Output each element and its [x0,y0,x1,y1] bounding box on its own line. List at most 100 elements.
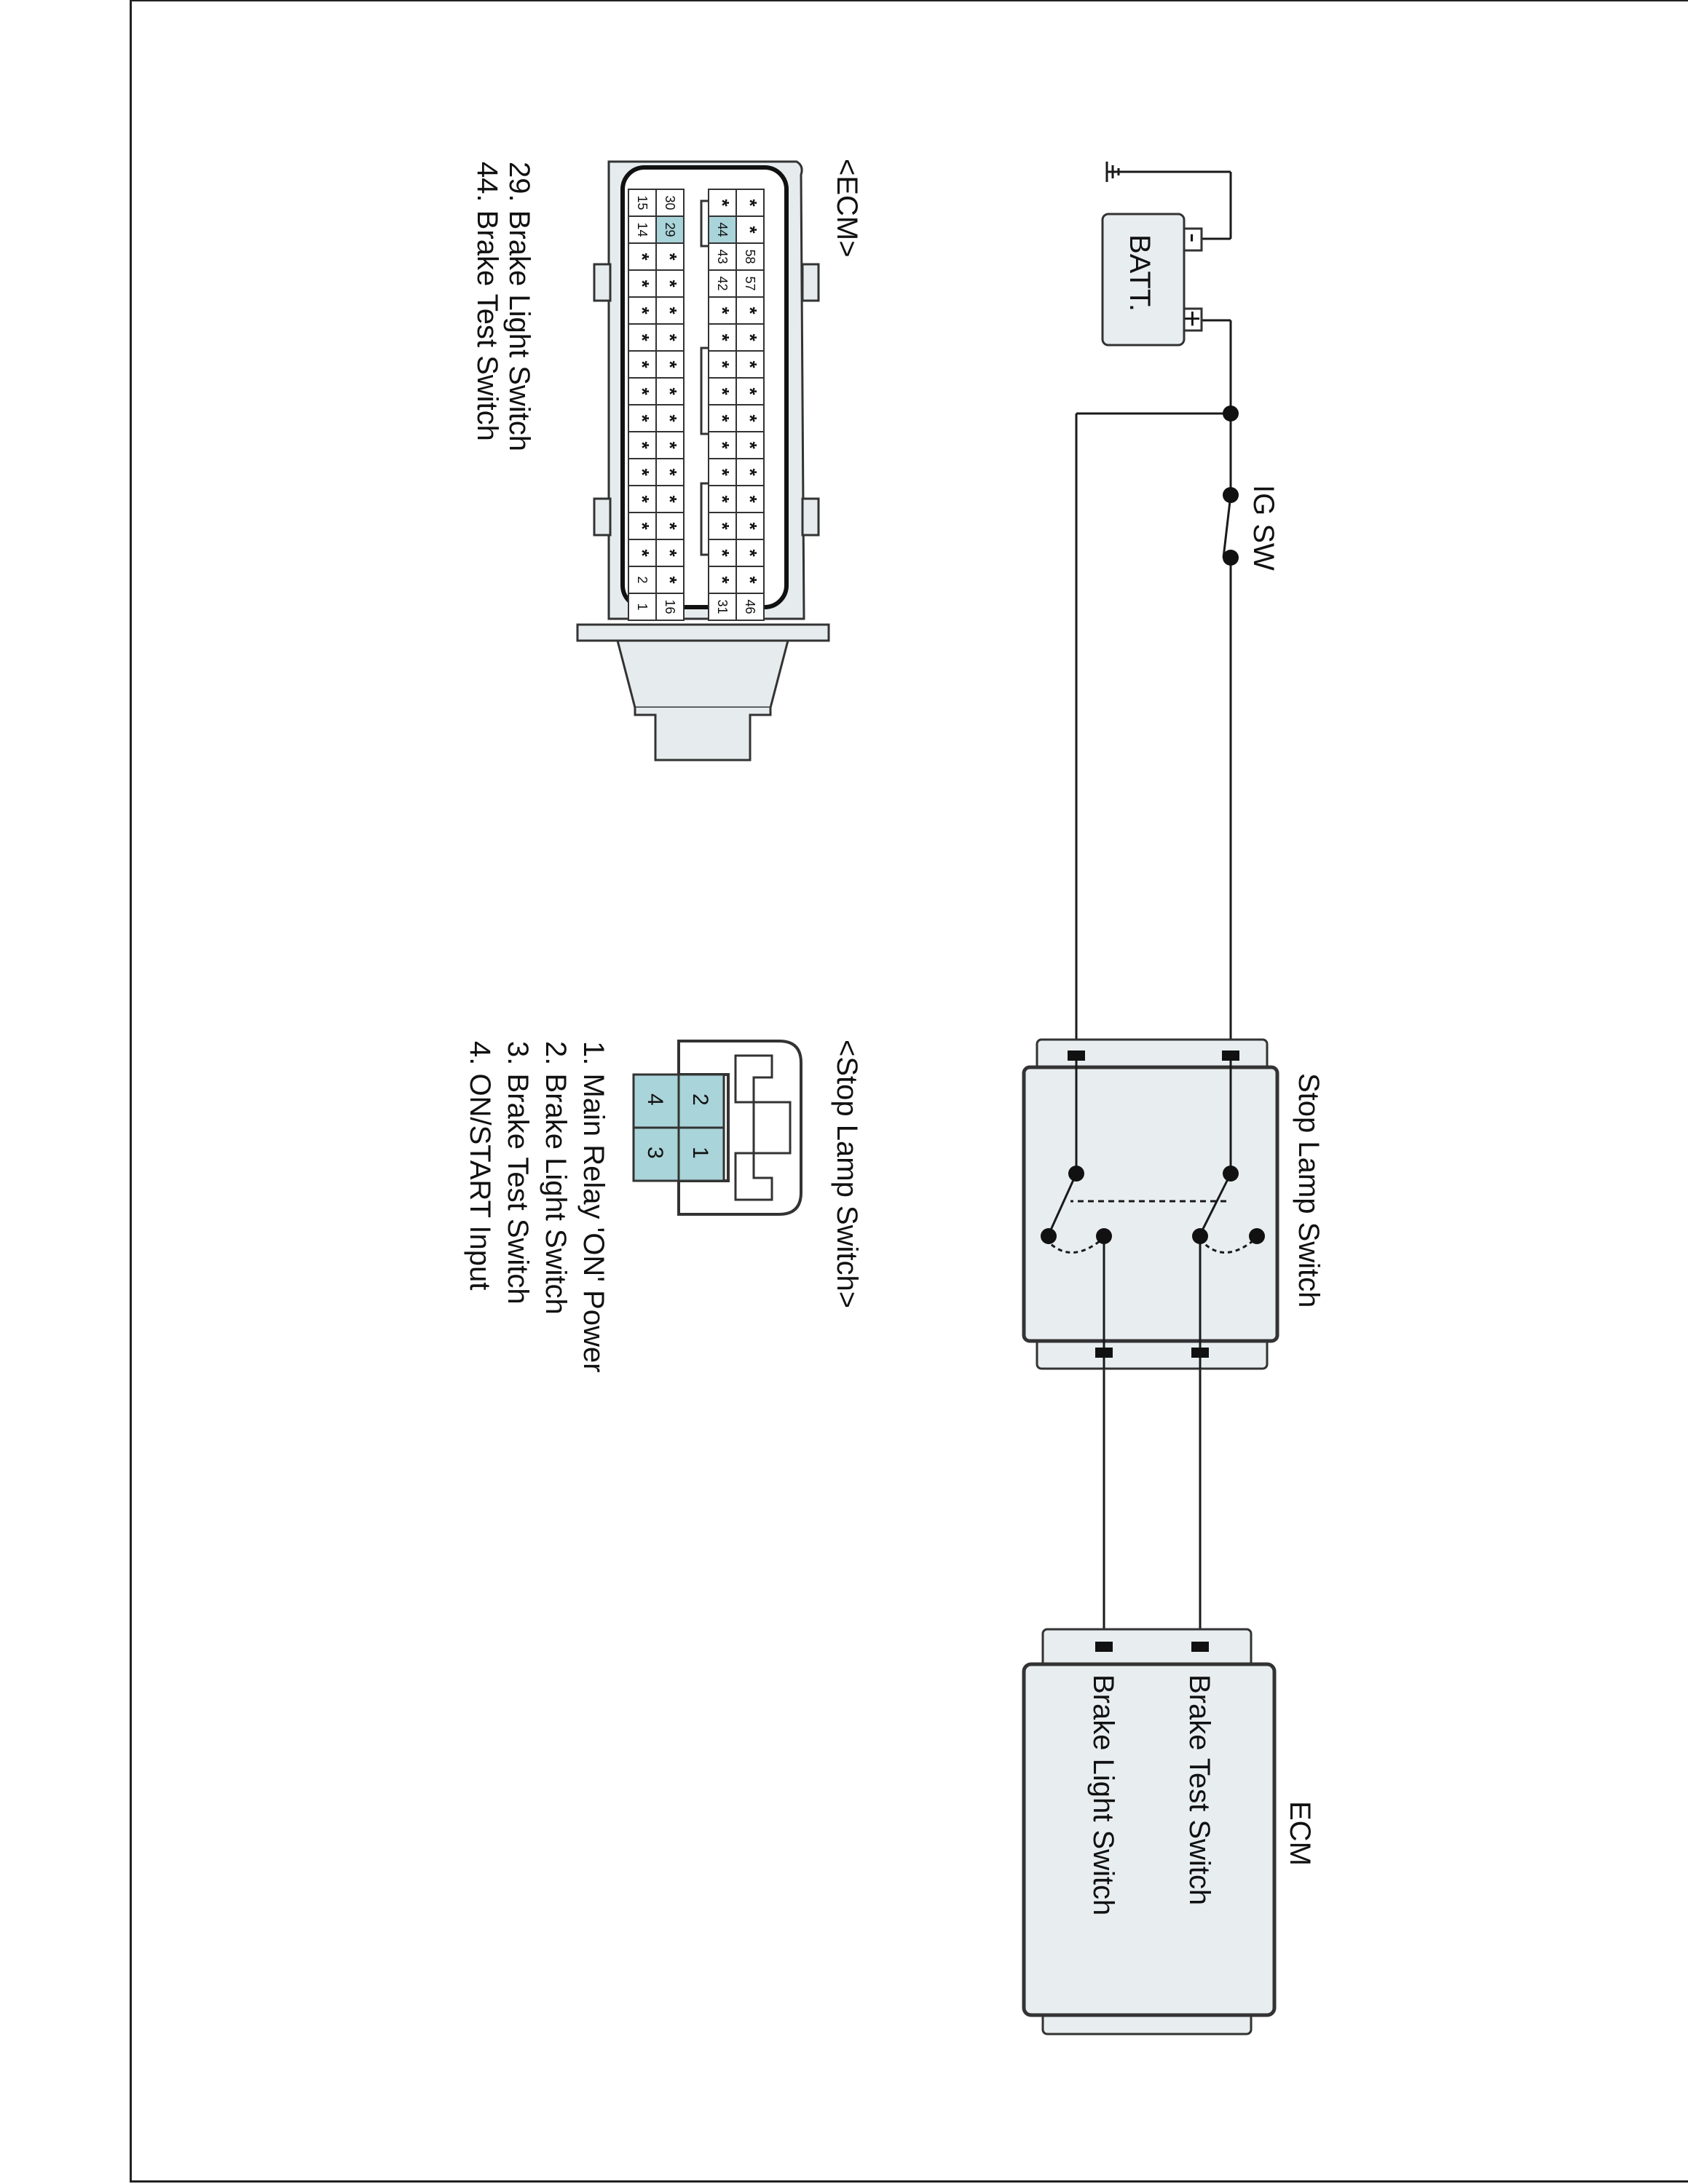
ecm-latch-right-top [801,263,820,302]
ecm-pin-label: * [631,306,653,314]
ecm-pin-label: * [659,333,681,341]
ecm-pin-label: * [631,360,653,368]
ecm-pin-cell [628,539,657,567]
stop-lamp-pin-4: 4 [643,1093,667,1106]
ecm-pin-label: * [631,468,653,476]
stop-lamp-connector-tab-1 [734,1054,773,1104]
ecm-pin-label: 57 [743,276,757,290]
ig-switch-blade [1222,494,1232,558]
ecm-pin-label: * [659,549,681,557]
stop-lamp-pin-cell-2 [677,1073,725,1129]
ecm-pin-label: * [659,360,681,368]
ecm-pin-label: 30 [663,195,677,210]
ecm-latch-left-top [593,263,612,302]
ecm-pin-label: * [631,253,653,261]
ig-switch-contact-2 [1223,550,1239,566]
ecm-pin-label: 58 [743,249,757,264]
ecm-pin-cell [628,189,657,217]
stop-lamp-pin-1: 1 [688,1147,712,1159]
stop-lamp-legend-2: 2. Brake Light Switch [540,1041,572,1315]
sls-contact-2a [1041,1228,1057,1244]
sls-contact-2b [1096,1228,1112,1244]
ig-switch-contact-1 [1223,487,1239,503]
ecm-pin-cell [735,512,765,540]
ecm-module-terminal-1 [1191,1642,1209,1652]
ecm-pin-label: 29 [663,222,677,237]
ecm-connector-title: <ECM> [831,159,863,258]
ecm-boot-flange [576,623,830,642]
stop-lamp-pin-2: 2 [688,1093,712,1106]
battery-minus-terminal [1183,227,1203,252]
ecm-pin-label: 43 [715,249,730,264]
ecm-pin-cell [628,215,657,244]
ecm-pin-label: * [711,576,733,584]
stop-lamp-legend-3: 3. Brake Test Switch [502,1041,534,1305]
ecm-latch-right-bottom [801,497,820,537]
ecm-pin-cell [708,593,737,621]
ecm-pin-label: 31 [715,599,730,614]
ecm-pin-label: 16 [663,599,677,614]
ecm-pin-cell [655,404,685,432]
sls-terminal-4 [1095,1348,1113,1358]
stop-lamp-switch: Stop Lamp Switch [1022,1038,1325,1370]
ecm-pin-cell [628,323,657,352]
ecm-boot-end [634,708,772,761]
battery: BATT. - + [1101,213,1210,347]
stop-lamp-pin-3: 3 [643,1147,667,1159]
ecm-pin-label: * [659,280,681,288]
ecm-module-terminal-2 [1095,1642,1113,1652]
ecm-pin-label: * [739,333,761,341]
stop-lamp-connector-lock [752,1101,792,1155]
ecm-pin-label: * [739,495,761,503]
ecm-pin-cell [655,350,685,379]
ecm-module: ECM Brake Test Switch Brake Light Switch [1022,1628,1316,2035]
ecm-pin-cell [628,458,657,486]
ecm-pin-cell [708,377,737,405]
ecm-pin-label: * [711,199,733,207]
ecm-pin-label: * [631,441,653,449]
ecm-pin-label: * [739,387,761,395]
ecm-pin-label: 44 [715,222,730,237]
stop-lamp-legend-4: 4. ON/START Input [464,1041,496,1290]
ecm-pin-label: * [711,387,733,395]
ecm-pin-label: * [631,333,653,341]
ecm-pin-label: * [711,414,733,422]
ecm-pin-label: 46 [743,599,757,614]
ecm-pin-cell [735,566,765,594]
ecm-pin-label: * [659,253,681,261]
ecm-pin-label: * [659,495,681,503]
ecm-pin-cell [708,189,737,217]
sls-pivot-2 [1068,1166,1084,1182]
stop-lamp-switch-label: Stop Lamp Switch [1293,1073,1325,1307]
stop-lamp-pin-cell-3 [632,1126,680,1182]
ecm-module-body [1022,1662,1277,2017]
ecm-pin-cell [628,377,657,405]
sls-pivot-1 [1223,1166,1239,1182]
ecm-pin-label: * [711,495,733,503]
ecm-pin-cell [628,269,657,298]
ecm-pin-cell [628,566,657,594]
stop-lamp-connector-tab-2 [734,1152,773,1201]
ecm-pin-label: * [739,306,761,314]
ecm-pin-cell [735,377,765,405]
ecm-pin-cell [708,431,737,459]
ecm-pin-label: * [631,522,653,530]
ecm-pin-label-brake-light: Brake Light Switch [1087,1674,1119,1915]
ecm-pin-cell [735,485,765,513]
ecm-boot [616,639,789,709]
ecm-pin-label: * [659,522,681,530]
page-frame [130,0,1688,2183]
ecm-pin-cell [735,431,765,459]
ecm-pin-label: * [711,522,733,530]
sls-terminal-2 [1068,1051,1085,1061]
sls-contact-1b [1249,1228,1265,1244]
ecm-pin-cell [655,566,685,594]
ecm-pin-label: * [739,360,761,368]
sls-terminal-3 [1191,1348,1209,1358]
ecm-pin-label: * [711,360,733,368]
ecm-pin-label: * [739,441,761,449]
stop-lamp-legend-1: 1. Main Relay 'ON' Power [577,1041,610,1372]
battery-plus-sign: + [1176,310,1208,327]
ecm-pin-grid: **5857***********46*444342***********313… [628,189,765,621]
